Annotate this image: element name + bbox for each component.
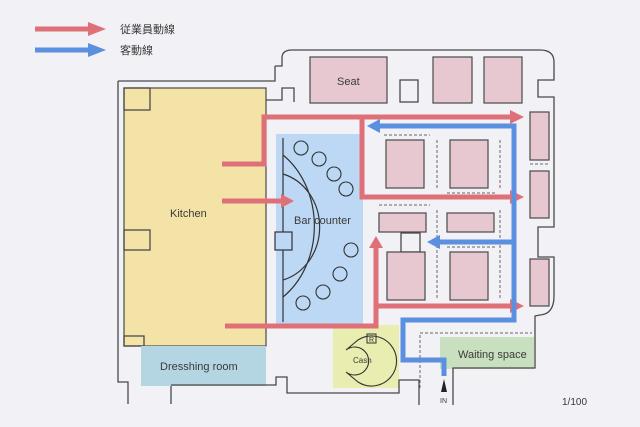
seat-partitions bbox=[379, 134, 549, 306]
bar-stool bbox=[332, 266, 348, 282]
entrance-arrow-icon bbox=[441, 379, 447, 392]
seats: Seat bbox=[309, 56, 550, 307]
bar-stool bbox=[311, 151, 327, 167]
waiting-space-label: Waiting space bbox=[458, 349, 527, 361]
bar-stool bbox=[295, 295, 311, 311]
legend: 従業員動線 客動線 bbox=[35, 22, 175, 57]
kitchen-fixture bbox=[123, 229, 151, 251]
kitchen-fixture bbox=[123, 87, 151, 111]
legend-guest-arrow-icon bbox=[35, 43, 106, 57]
guest-flow-lines bbox=[367, 119, 517, 376]
bar-stool bbox=[315, 284, 331, 300]
seat-table bbox=[449, 251, 489, 301]
seat-table bbox=[529, 258, 550, 307]
cash-area bbox=[333, 325, 399, 388]
bar-stool bbox=[338, 181, 354, 197]
seat-stool bbox=[400, 232, 421, 253]
seat-table bbox=[483, 56, 523, 104]
bar-stool bbox=[326, 166, 342, 182]
kitchen-label: Kitchen bbox=[170, 208, 207, 220]
bar-stool bbox=[293, 140, 309, 156]
waiting-partition bbox=[419, 332, 532, 388]
seat-table bbox=[446, 212, 495, 233]
seat-label: Seat bbox=[337, 76, 360, 88]
cash-counter bbox=[345, 333, 398, 387]
seat-table bbox=[449, 139, 489, 189]
seat-table bbox=[385, 139, 425, 189]
waiting-space-area bbox=[440, 337, 534, 369]
legend-staff-label: 従業員動線 bbox=[120, 22, 175, 36]
kitchen-fixture bbox=[123, 335, 145, 347]
legend-guest-label: 客動線 bbox=[120, 43, 153, 57]
seat-table bbox=[378, 212, 427, 233]
bar-stool bbox=[343, 242, 359, 258]
walls bbox=[117, 49, 555, 405]
dressing-room-area bbox=[141, 346, 266, 386]
cash-label: Cash bbox=[353, 356, 372, 365]
seat-table bbox=[309, 56, 388, 104]
dressing-room-label: Dresshing room bbox=[160, 361, 238, 373]
register-label: R bbox=[369, 337, 374, 344]
bar-counter bbox=[274, 138, 321, 322]
entrance-label: IN bbox=[440, 398, 447, 405]
scale-label: 1/100 bbox=[562, 397, 587, 408]
kitchen-area bbox=[123, 87, 267, 347]
staff-flow-lines bbox=[222, 110, 524, 329]
seat-table bbox=[432, 56, 473, 104]
legend-staff-arrow-icon bbox=[35, 22, 106, 36]
bar-counter-label: Bar counter bbox=[294, 215, 351, 227]
seat-table bbox=[529, 111, 550, 161]
bar-stools bbox=[293, 140, 359, 311]
seat-table bbox=[386, 251, 426, 301]
seat-table bbox=[529, 170, 550, 219]
